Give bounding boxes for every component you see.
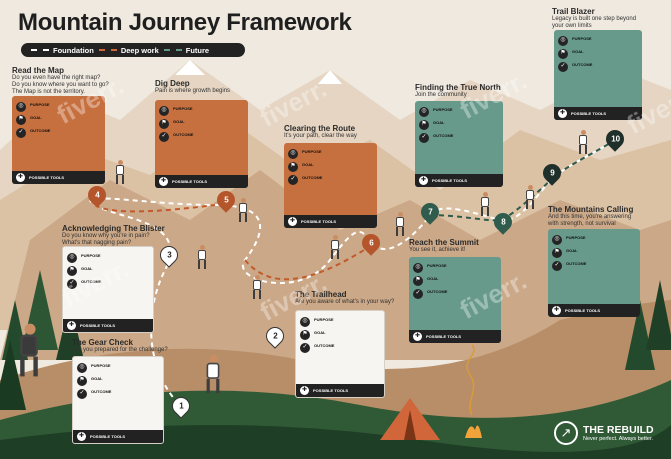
- tools-icon: ✚: [67, 321, 76, 330]
- stage-acknowledging-the-blister: Acknowledging The Blister Do you know wh…: [62, 224, 165, 247]
- tools-icon: ✚: [413, 332, 422, 341]
- target-icon: ◎: [558, 36, 568, 46]
- target-icon: ◎: [67, 253, 77, 263]
- check-icon: ✓: [300, 343, 310, 353]
- tools-icon: ✚: [77, 432, 86, 441]
- hiker-figure: [197, 245, 207, 269]
- legend: Foundation Deep work Future: [21, 43, 245, 57]
- check-icon: ✓: [552, 261, 562, 271]
- tools-icon: ✚: [288, 217, 297, 226]
- brand-tagline: Never perfect. Always better.: [583, 436, 654, 442]
- page-title: Mountain Journey Framework: [18, 9, 352, 36]
- check-icon: ✓: [159, 132, 169, 142]
- hiker-figure: [480, 192, 490, 216]
- card-trail-blazer: ◎PURPOSE ⚑GOAL ✓OUTCOME ✚POSSIBLE TOOLS: [554, 30, 642, 120]
- stage-the-mountains-calling: The Mountains Calling And this time, you…: [548, 205, 634, 228]
- card-acknowledging-the-blister: ◎PURPOSE ⚑GOAL ✓OUTCOME ✚POSSIBLE TOOLS: [62, 246, 154, 333]
- target-icon: ◎: [419, 107, 429, 117]
- hiker-figure: [578, 130, 588, 154]
- tools-icon: ✚: [16, 173, 25, 182]
- tools-icon: ✚: [552, 306, 561, 315]
- hiker-figure: [330, 235, 340, 259]
- stage-the-gear-check: The Gear Check Are you prepared for the …: [72, 338, 168, 354]
- check-icon: ✓: [77, 389, 87, 399]
- flag-icon: ⚑: [77, 376, 87, 386]
- card-the-mountains-calling: ◎PURPOSE ⚑GOAL ✓OUTCOME ✚POSSIBLE TOOLS: [548, 229, 640, 317]
- check-icon: ✓: [413, 289, 423, 299]
- check-icon: ✓: [288, 175, 298, 185]
- card-dig-deep: ◎PURPOSE ⚑GOAL ✓OUTCOME ✚POSSIBLE TOOLS: [155, 100, 248, 188]
- check-icon: ✓: [67, 279, 77, 289]
- stage-dig-deep: Dig Deep Pain is where growth begins: [155, 79, 231, 95]
- hiker-figure: [205, 354, 221, 394]
- tools-icon: ✚: [159, 177, 168, 186]
- flag-icon: ⚑: [552, 248, 562, 258]
- card-the-gear-check: ◎PURPOSE ⚑GOAL ✓OUTCOME ✚POSSIBLE TOOLS: [72, 356, 164, 444]
- check-icon: ✓: [16, 128, 26, 138]
- target-icon: ◎: [77, 363, 87, 373]
- stage-clearing-the-route: Clearing the Route It's your path, clear…: [284, 124, 357, 140]
- stage-the-trailhead: The Trailhead Are you aware of what's in…: [295, 290, 395, 306]
- stage-reach-the-summit: Reach the Summit You see it, achieve it!: [409, 238, 479, 254]
- legend-item-deep-work: Deep work: [98, 46, 159, 55]
- tools-icon: ✚: [300, 386, 309, 395]
- hiker-figure: [238, 198, 248, 222]
- target-icon: ◎: [552, 235, 562, 245]
- card-the-trailhead: ◎PURPOSE ⚑GOAL ✓OUTCOME ✚POSSIBLE TOOLS: [295, 310, 385, 398]
- card-clearing-the-route: ◎PURPOSE ⚑GOAL ✓OUTCOME ✚POSSIBLE TOOLS: [284, 143, 377, 228]
- flag-icon: ⚑: [159, 119, 169, 129]
- target-icon: ◎: [16, 102, 26, 112]
- brand-logo: ↗ THE REBUILD Never perfect. Always bett…: [554, 421, 654, 445]
- legend-item-future: Future: [163, 46, 209, 55]
- tools-icon: ✚: [419, 176, 428, 185]
- target-icon: ◎: [159, 106, 169, 116]
- flag-icon: ⚑: [288, 162, 298, 172]
- guide-figure: [18, 323, 40, 377]
- hiker-figure: [115, 160, 125, 184]
- tools-icon: ✚: [558, 109, 567, 118]
- card-finding-the-true-north: ◎PURPOSE ⚑GOAL ✓OUTCOME ✚POSSIBLE TOOLS: [415, 101, 503, 187]
- hiker-figure: [525, 185, 535, 209]
- hiker-figure: [252, 275, 262, 299]
- card-read-the-map: ◎PURPOSE ⚑GOAL ✓OUTCOME ✚POSSIBLE TOOLS: [12, 96, 105, 184]
- flag-icon: ⚑: [67, 266, 77, 276]
- target-icon: ◎: [300, 317, 310, 327]
- flag-icon: ⚑: [300, 330, 310, 340]
- stage-read-the-map: Read the Map Do you even have the right …: [12, 66, 109, 95]
- stage-finding-the-true-north: Finding the True North Join the communit…: [415, 83, 501, 99]
- stage-trail-blazer: Trail Blazer Legacy is built one step be…: [552, 7, 637, 30]
- card-reach-the-summit: ◎PURPOSE ⚑GOAL ✓OUTCOME ✚POSSIBLE TOOLS: [409, 257, 501, 343]
- hiker-figure: [395, 212, 405, 236]
- brand-name: THE REBUILD: [583, 424, 654, 436]
- target-icon: ◎: [413, 263, 423, 273]
- flag-icon: ⚑: [419, 120, 429, 130]
- legend-item-foundation: Foundation: [31, 46, 94, 55]
- check-icon: ✓: [558, 62, 568, 72]
- check-icon: ✓: [419, 133, 429, 143]
- flag-icon: ⚑: [16, 115, 26, 125]
- arrow-up-icon: ↗: [554, 421, 578, 445]
- flag-icon: ⚑: [558, 49, 568, 59]
- flag-icon: ⚑: [413, 276, 423, 286]
- target-icon: ◎: [288, 149, 298, 159]
